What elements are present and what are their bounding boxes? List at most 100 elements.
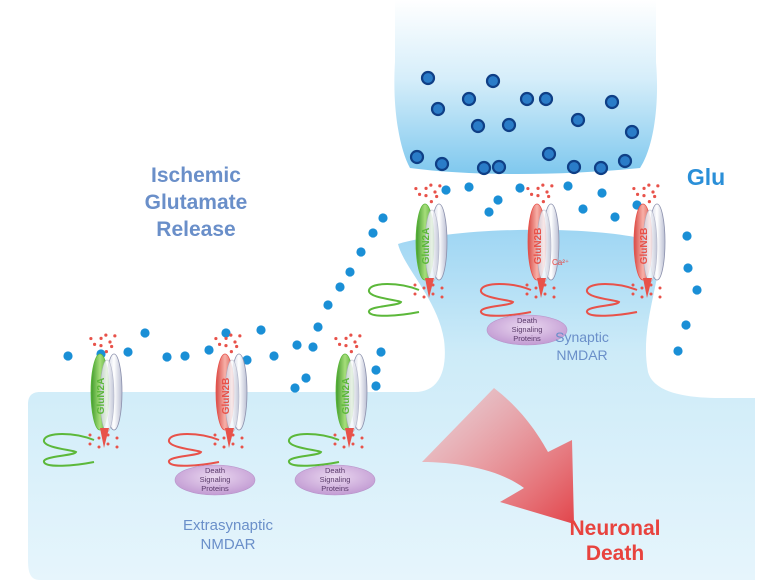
binding-spark [424,194,428,198]
nmda-receptor: GluN2A [42,333,123,467]
glutamate-dot [356,247,366,257]
vesicle [434,156,450,172]
binding-spark [99,344,103,348]
glutamate-dot [692,285,702,295]
calcium-dot [525,292,529,296]
calcium-dot [413,283,417,287]
calcium-dot [649,292,653,296]
presynaptic-terminal [394,0,658,174]
binding-spark [435,194,439,199]
vesicle [624,124,640,140]
calcium-dot [97,445,101,449]
binding-spark [358,334,362,338]
binding-spark [238,334,242,338]
vesicle [593,160,609,176]
glutamate-dot [368,228,378,238]
glutamate-dot [140,328,150,338]
neuronal-death-label-line1: Neuronal [569,517,660,540]
calcium-dot [106,433,110,437]
binding-spark [526,186,530,191]
calcium-dot [231,442,235,446]
calcium-dot [534,286,538,290]
extrasynaptic-label-line2: NMDAR [201,536,256,553]
calcium-dot [649,283,653,287]
glutamate-dot [345,267,355,277]
neuronal-death-label-line2: Death [586,542,644,565]
glutamate-dot [204,345,214,355]
channel-pore [425,278,434,298]
binding-spark [224,336,228,340]
calcium-dot [360,445,364,449]
death-complex-label: Proteins [321,484,349,493]
ischemic-label-line3: Release [156,218,235,241]
calcium-dot [222,436,226,440]
binding-spark [550,184,554,188]
glutamate-dot [371,381,381,391]
death-complex-label: Signaling [320,475,351,484]
calcium-dot [342,445,346,449]
vesicle [491,159,507,175]
ischemic-label-line2: Glutamate [145,191,248,214]
calcium-dot [640,286,644,290]
channel-pore [100,428,109,448]
binding-spark [536,194,540,198]
glutamate-dot [493,195,503,205]
calcium-dot [431,283,435,287]
binding-spark [541,200,545,204]
binding-spark [217,342,222,346]
calcium-label: Ca²⁺ [552,258,569,267]
glutamate-dot [563,181,573,191]
death-signaling-complex [294,464,376,496]
binding-spark [349,350,353,354]
subunit-label: GluN2A [421,228,432,265]
channel-pore [345,428,354,448]
binding-spark [424,186,428,190]
calcium-dot [552,286,556,290]
vesicle [617,153,633,169]
binding-spark [89,336,93,341]
vesicle [420,70,436,86]
calcium-dot [351,433,355,437]
glutamate-dot [441,185,451,195]
calcium-dot [534,295,538,299]
binding-spark [92,342,97,346]
glutamate-dot [256,325,266,335]
calcium-dot [213,442,217,446]
vesicle [461,91,477,107]
binding-spark [417,192,422,196]
glutamate-dot [292,340,302,350]
binding-spark [651,190,655,194]
calcium-dot [115,445,119,449]
calcium-dot [88,433,92,437]
binding-spark [642,194,646,198]
extrasynaptic-label-line1: Extrasynaptic [183,517,274,534]
death-arrow [422,388,574,524]
binding-spark [104,333,108,337]
binding-spark [414,186,418,191]
binding-spark [349,333,353,337]
binding-spark [355,344,359,349]
subunit-label: GluN2B [533,228,544,265]
channel-pore [225,428,234,448]
binding-spark [214,336,218,341]
binding-spark [104,350,108,354]
binding-spark [353,340,357,344]
glutamate-dot [221,328,231,338]
glutamate-dot [335,282,345,292]
c-terminal-tail [367,283,420,317]
calcium-dot [333,442,337,446]
binding-spark [344,344,348,348]
subunit-label: GluN2A [341,378,352,415]
glutamate-dot [681,320,691,330]
binding-spark [536,186,540,190]
death-complex-label: Signaling [200,475,231,484]
glutamate-dot [308,342,318,352]
binding-spark [642,186,646,190]
calcium-dot [115,436,119,440]
calcium-dot [552,295,556,299]
glutamate-dot [162,352,172,362]
death-complex-label: Proteins [513,334,541,343]
vesicle [604,94,620,110]
binding-spark [647,183,651,187]
subunit-label: GluN2B [221,378,232,415]
